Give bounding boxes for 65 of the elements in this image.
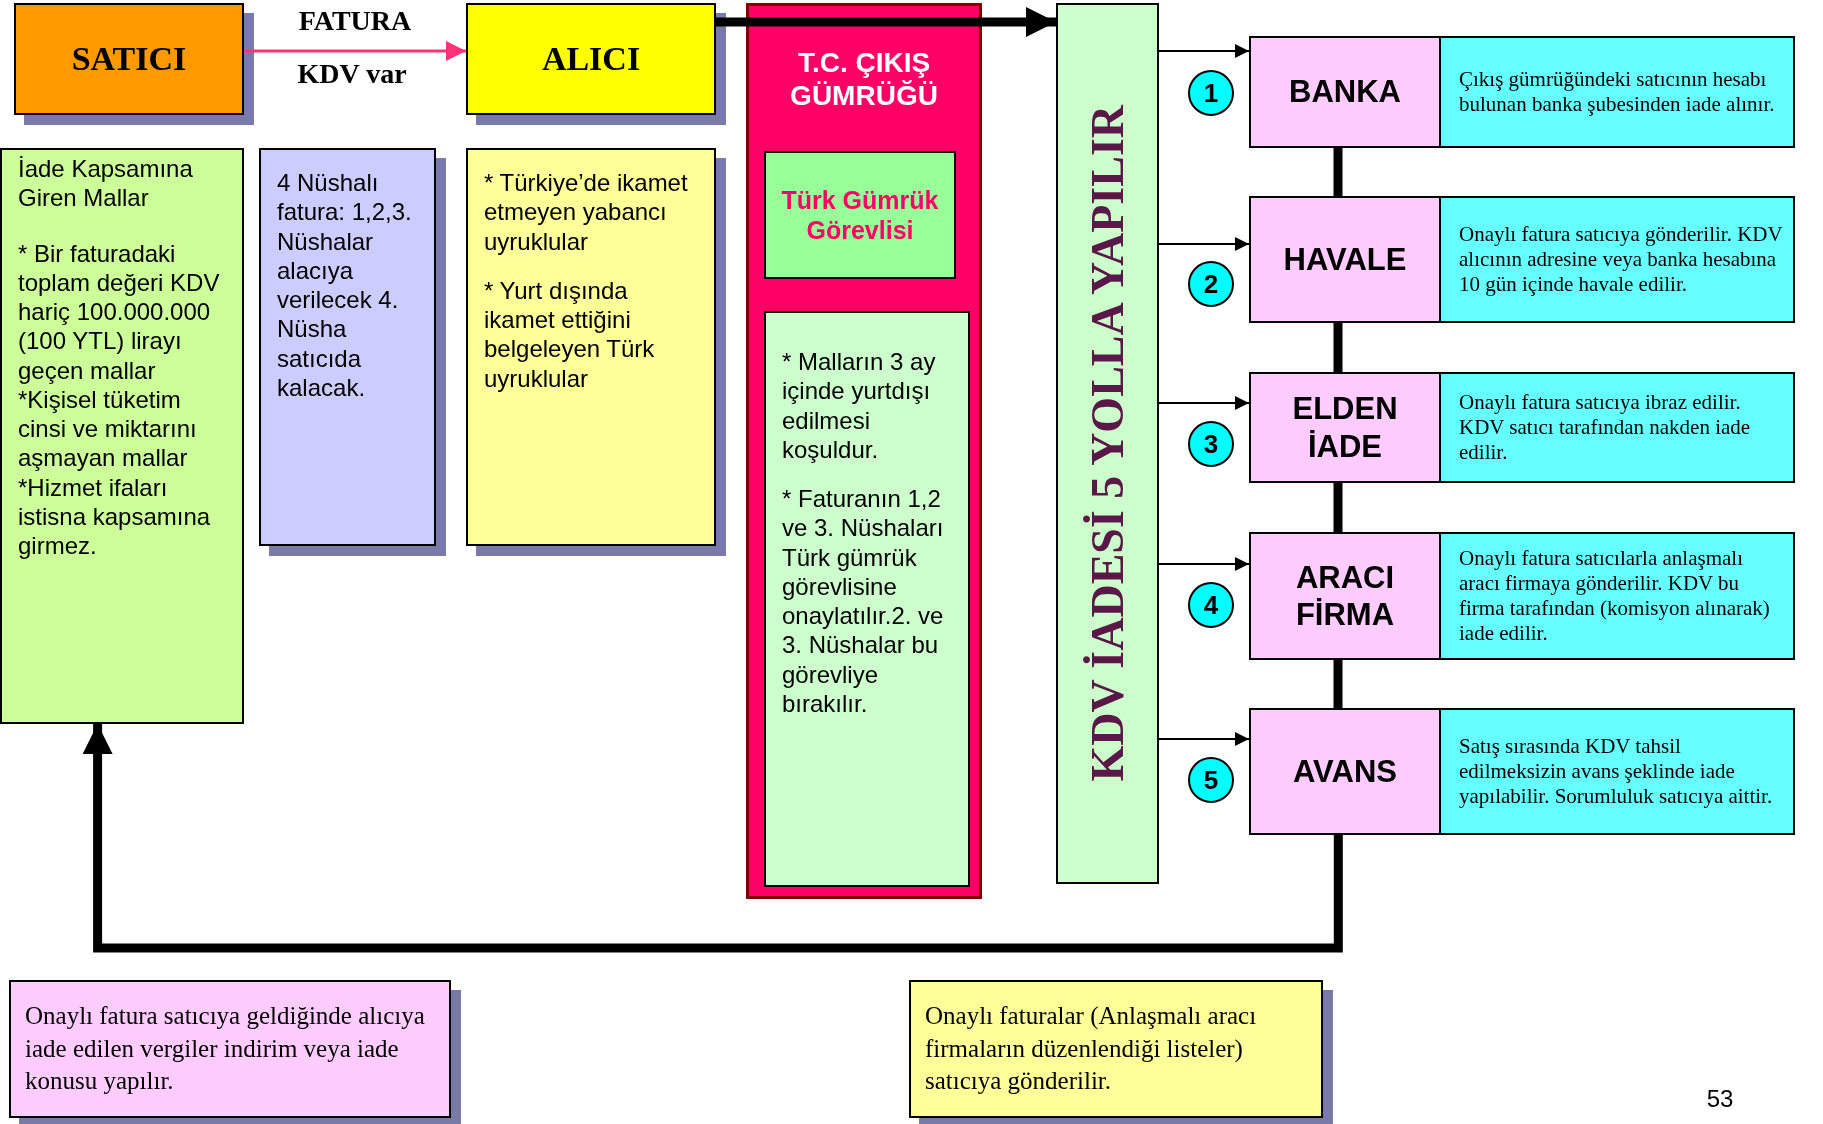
box-text: *Hizmet ifaları istisna kapsamına girmez. [18, 472, 212, 561]
number-circle [1188, 261, 1234, 307]
method-box [1249, 708, 1439, 835]
description-text: Onaylı fatura satıcıya gönderilir. KDV alıcının adresine veya banka hesabına 10 gün içinde havale edilir. [1459, 222, 1784, 297]
step-number: 5 [1203, 764, 1219, 796]
number-circle [1188, 70, 1234, 116]
box-text: * Malların 3 ay içinde yurtdışı edilmesi koşuldur. [782, 347, 937, 465]
connector-line [1333, 323, 1343, 372]
box-text: * Faturanın 1,2 ve 3. Nüshaları Türk gümrük görevlisine onaylatılır.2. ve 3. Nüshalar bu görevliye bırakılır. [782, 484, 945, 719]
box-label: Türk Gümrük Görevlisi [780, 185, 940, 245]
method-box [1249, 196, 1439, 323]
arrow [1158, 237, 1250, 251]
description-text: Satış sırasında KDV tahsil edilmeksizin avans şeklinde iade yapılabilir. Sorumluluk satıcıya aittir. [1459, 734, 1774, 809]
info-box [764, 151, 956, 279]
arrow [716, 7, 1056, 37]
box-text: *Kişisel tüketim cinsi ve miktarını aşmayan mallar [18, 384, 198, 473]
arrow [82, 724, 1343, 953]
method-box [1249, 532, 1439, 660]
description-text: Onaylı fatura satıcılarla anlaşmalı aracı firmaya gönderilir. KDV bu firma tarafından (komisyon alınarak) iade edilir. [1459, 546, 1771, 646]
description-box [1439, 708, 1795, 835]
box-text: * Yurt dışında ikamet ettiğini belgeleyen Türk uyruklular [484, 275, 656, 393]
description-box [1439, 372, 1795, 483]
box-label: ALICI [541, 40, 641, 78]
box-label: SATICI [71, 40, 187, 78]
arrow [244, 41, 466, 61]
info-box [0, 148, 244, 724]
arrow [1158, 396, 1250, 410]
description-box [1439, 36, 1795, 148]
info-box [764, 311, 970, 887]
method-box [1249, 36, 1439, 148]
arrow [1158, 44, 1250, 58]
box-text: İade Kapsamına Giren Mallar [18, 154, 194, 213]
box-text: 4 Nüshalı fatura: 1,2,3. Nüshalar alacıya verilecek 4. Nüsha satıcıda kalacak. [277, 168, 413, 403]
group-title: T.C. ÇIKIŞ GÜMRÜĞÜ [789, 46, 939, 113]
connector-line [1333, 660, 1343, 708]
description-text: Çıkış gümrüğündeki satıcının hesabı bulunan banka şubesinden iade alınır. [1459, 67, 1776, 117]
step-number: 1 [1203, 77, 1219, 109]
step-number: 3 [1203, 428, 1219, 460]
text-label: KDV var [296, 58, 408, 90]
arrow [1158, 557, 1250, 571]
box-text: * Türkiye’de ikamet etmeyen yabancı uyruklular [484, 168, 689, 256]
connector-line [1333, 483, 1343, 532]
method-box [1249, 372, 1439, 483]
box-label: BANKA [1288, 73, 1402, 111]
step-number: 4 [1203, 589, 1219, 621]
number-circle [1188, 421, 1234, 467]
note-text: Onaylı fatura satıcıya geldiğinde alıcıya iade edilen vergiler indirim veya iade konusu yapılır. [25, 1001, 426, 1097]
description-box [1439, 196, 1795, 323]
note-text: Onaylı faturalar (Anlaşmalı aracı firmaların düzenlendiği listeler) satıcıya gönderilir. [925, 1001, 1258, 1097]
banner-text: KDV İADESİ 5 YOLLA YAPILIR [1081, 105, 1134, 782]
description-text: Onaylı fatura satıcıya ibraz edilir. KDV satıcı tarafından nakden iade edilir. [1459, 390, 1752, 465]
group-box [746, 3, 982, 899]
box-label: ARACI FİRMA [1294, 558, 1396, 634]
step-number: 2 [1203, 268, 1219, 300]
arrow [1158, 732, 1250, 746]
vertical-banner [1056, 3, 1159, 884]
description-box [1439, 532, 1795, 660]
number-circle [1188, 582, 1234, 628]
box-label: HAVALE [1282, 240, 1408, 279]
box-text: * Bir faturadaki toplam değeri KDV hariç 100.000.000 (100 YTL) lirayı geçen mallar [18, 238, 221, 385]
number-circle [1188, 757, 1234, 803]
box-label: ELDEN İADE [1291, 390, 1399, 465]
box-label: AVANS [1292, 752, 1398, 791]
page-number: 53 [1705, 1085, 1735, 1113]
connector-line [1333, 148, 1343, 196]
